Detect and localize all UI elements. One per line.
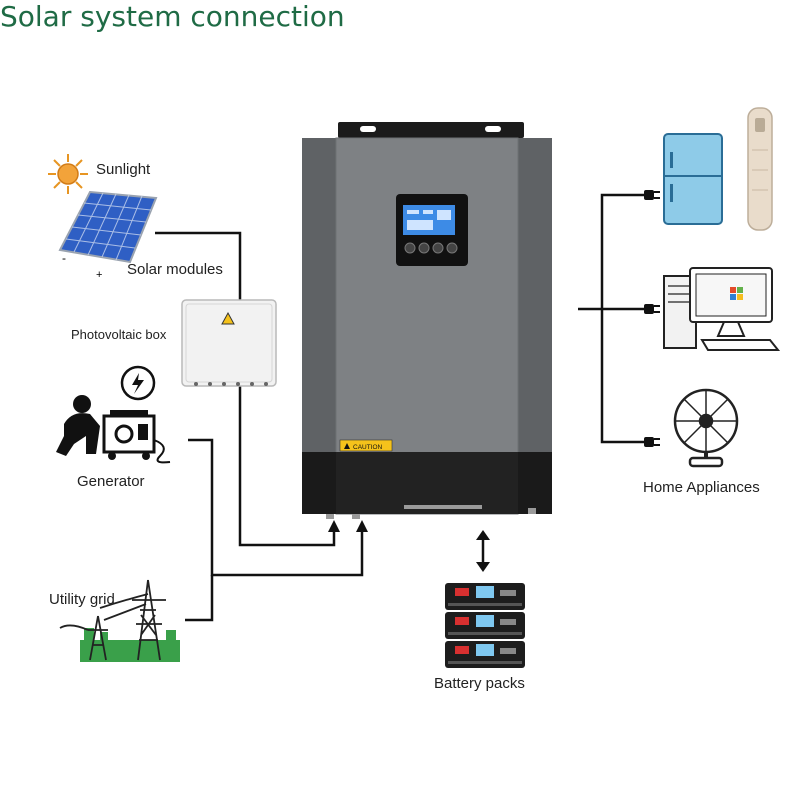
- label-battery-packs: Battery packs: [434, 675, 525, 692]
- air-conditioner-icon: [747, 107, 773, 231]
- line-solar-to-inverter: [155, 231, 336, 547]
- pylon-icon: [59, 579, 180, 662]
- label-solar-modules: Solar modules: [127, 261, 223, 278]
- svg-text:+: +: [96, 269, 102, 281]
- generator-icon: [56, 365, 171, 464]
- label-generator: Generator: [77, 473, 145, 490]
- label-utility-grid: Utility grid: [49, 591, 115, 608]
- fan-icon: [673, 388, 739, 468]
- battery-icon: [445, 583, 525, 668]
- plug-icons: [644, 190, 660, 447]
- solar-panel-icon: - +: [58, 190, 158, 281]
- computer-icon: [663, 267, 781, 351]
- caution-label-text: CAUTION: [353, 444, 383, 451]
- label-photovoltaic-box: Photovoltaic box: [71, 327, 167, 342]
- arrowhead-grid: [356, 520, 368, 532]
- label-home-appliances: Home Appliances: [643, 479, 760, 496]
- pv-box-icon: [181, 299, 277, 387]
- arrowhead-solar: [328, 520, 340, 532]
- sun-icon: [48, 154, 88, 194]
- line-grid-to-inverter: [185, 575, 214, 622]
- connection-lines: [155, 193, 650, 622]
- double-arrow-icon: [476, 530, 490, 572]
- fridge-icon: [663, 133, 723, 225]
- page-title: Solar system connection: [0, 0, 345, 33]
- label-sunlight: Sunlight: [96, 161, 151, 178]
- caution-label: [339, 439, 393, 452]
- svg-text:-: -: [62, 251, 66, 265]
- line-appliance-bus: [600, 193, 650, 444]
- inverter-unit: CAUTION: [302, 122, 552, 519]
